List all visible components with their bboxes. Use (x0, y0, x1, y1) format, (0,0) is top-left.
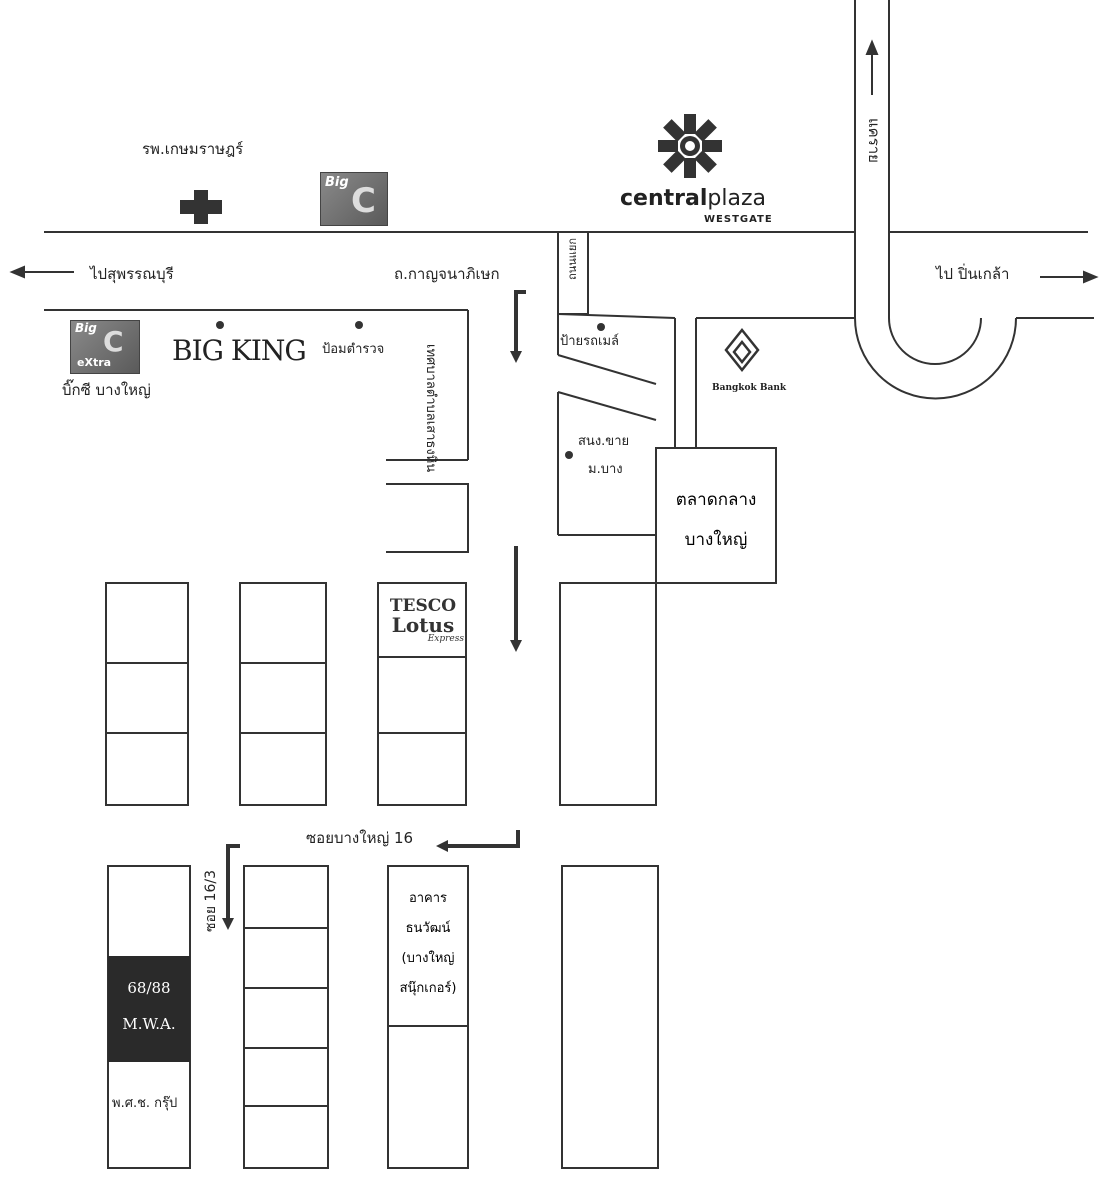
diagonal-road-1 (557, 354, 657, 385)
u-turn-inner (888, 317, 982, 365)
right-block-top (557, 313, 676, 319)
soi16-arrow-head (436, 840, 448, 852)
big-king-label: BIG KING (172, 334, 307, 367)
seller-office-line2: ม.บาง (588, 462, 623, 477)
bigc-extra-caption: บิ๊กซี บางใหญ่ (62, 381, 151, 399)
block-d (559, 582, 657, 806)
soi16-arrow-icon (446, 830, 520, 848)
down-arrow-head (510, 640, 522, 652)
building-label-line1: อาคาร (408, 891, 448, 906)
soi16-3-arrow-head (222, 918, 234, 930)
police-box-label: ป้อมตำรวจ (322, 342, 385, 357)
mwa-address: 68/88 (127, 979, 171, 997)
bangkok-bank-label: Bangkok Bank (712, 383, 787, 393)
municipality-label: เทศบาลตำบลเสาธงหิน (423, 344, 438, 473)
bigc-extra-logo: Big C eXtra (70, 320, 140, 374)
turn-arrow-top-head (510, 351, 522, 363)
soi16-label: ซอยบางใหญ่ 16 (306, 829, 414, 847)
tesco-lotus-logo: TESCO Lotus Express (382, 598, 464, 644)
soi16-3-arrow-icon (226, 844, 240, 920)
market-box (655, 447, 777, 584)
central-plaza-logo: centralplaza (620, 186, 766, 211)
main-road-label: ถ.กาญจนาภิเษก (394, 265, 500, 283)
diagonal-road-2 (557, 391, 657, 421)
bangkok-bank-logo-icon (724, 327, 760, 373)
tesco-logo-line3: Express (427, 634, 464, 644)
side-road-label: ถนนแยก (566, 238, 579, 280)
right-arrow-icon (1040, 270, 1099, 284)
north-arrow-icon (865, 39, 879, 95)
bigc-extra-logo-text: Big (75, 321, 97, 335)
north-road-label: แคราย (865, 118, 883, 163)
big-king-dot (216, 321, 224, 329)
building-label-line3: (บางใหญ่ (401, 951, 455, 966)
market-label: ตลาดกลาง บางใหญ่ (656, 480, 776, 560)
block-tesco (377, 582, 467, 806)
bigc-logo: Big C (320, 172, 388, 226)
central-logo-bold: central (620, 186, 708, 211)
to-suphanburi-label: ไปสุพรรณบุรี (90, 265, 174, 283)
bus-stop-dot (597, 323, 605, 331)
left-arrow-icon (9, 265, 74, 279)
block-b (239, 582, 327, 806)
mwa-office-marker: 68/88 M.W.A. (108, 956, 190, 1062)
to-pinklao-label: ไป ปิ่นเกล้า (936, 265, 1010, 283)
hospital-cross-icon (180, 190, 222, 224)
mwa-name: M.W.A. (122, 1015, 176, 1033)
u-turn-loop (854, 317, 1017, 400)
block-small (386, 483, 469, 553)
building-label-line4: สนุ๊กเกอร์) (399, 981, 457, 996)
block-h (561, 865, 659, 1169)
hospital-label: รพ.เกษมราษฎร์ (142, 140, 244, 158)
block-building (387, 865, 469, 1169)
building-label-line2: ธนวัฒน์ (405, 921, 451, 936)
bigc-logo-text: Big (325, 175, 349, 190)
bigc-extra-logo-extra: eXtra (77, 356, 112, 369)
central-westgate-label: WESTGATE (704, 214, 773, 225)
central-logo-light: plaza (707, 186, 766, 211)
pss-group-label: พ.ศ.ช. กรุ๊ป (112, 1096, 178, 1111)
building-label: อาคาร ธนวัฒน์ (บางใหญ่ สนุ๊กเกอร์) (388, 884, 468, 1004)
central-plaza-emblem-icon (658, 114, 722, 178)
block-a (105, 582, 189, 806)
market-label-line2: บางใหญ่ (684, 530, 748, 550)
bus-stop-label: ป้ายรถเมล์ (560, 334, 620, 349)
seller-office-dot (565, 451, 573, 459)
soi16-3-label: ซอย 16/3 (203, 870, 219, 933)
tesco-logo-line2: Lotus (391, 613, 455, 637)
market-label-line1: ตลาดกลาง (675, 490, 757, 510)
tesco-logo-line1: TESCO (389, 596, 457, 616)
block-f (243, 865, 329, 1169)
police-box-dot (355, 321, 363, 329)
seller-office-line1: สนง.ขาย (578, 434, 630, 449)
turn-arrow-top-icon (514, 290, 526, 355)
